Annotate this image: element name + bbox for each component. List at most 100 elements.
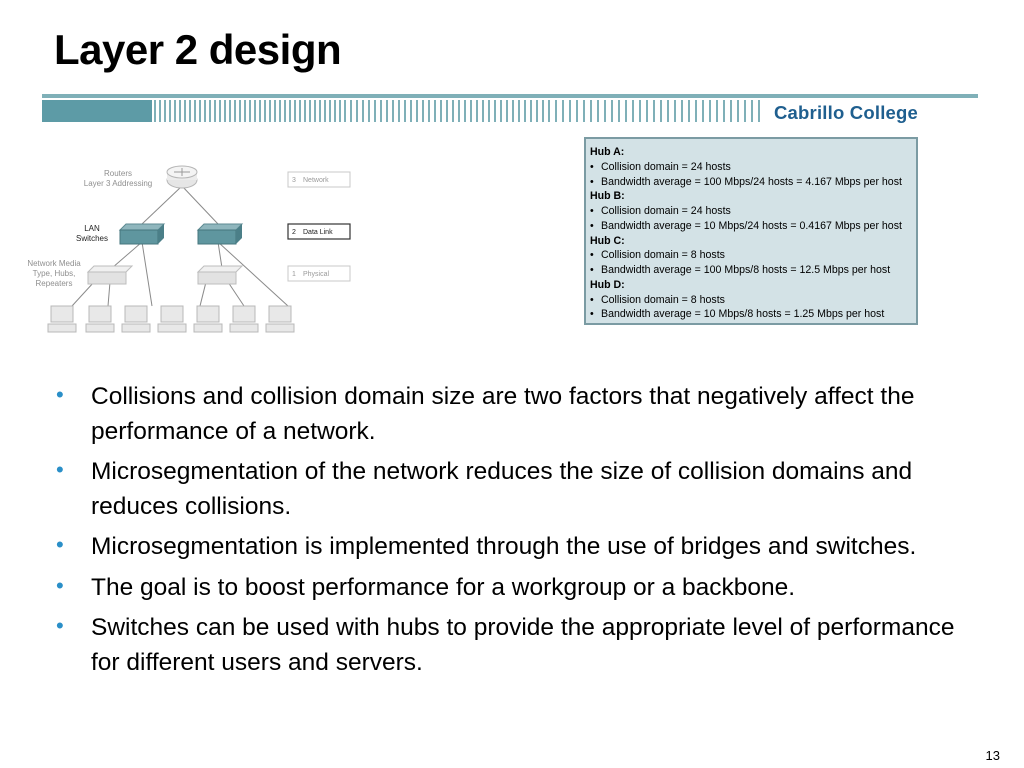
banner-stripe <box>249 100 251 122</box>
banner-stripe <box>660 100 662 122</box>
banner-stripe <box>329 100 331 122</box>
bullet-item: •Microsegmentation is implemented throug… <box>56 530 956 565</box>
banner-stripe <box>667 100 669 122</box>
banner-stripe <box>446 100 448 122</box>
switch-icon <box>118 223 166 245</box>
hub-c-section: Hub C: Collision domain = 8 hosts Bandwi… <box>590 234 916 278</box>
banner-stripe <box>611 100 613 122</box>
banner-stripe <box>164 100 166 122</box>
layer-name: Physical <box>303 271 330 278</box>
banner-stripe <box>536 100 538 122</box>
bullet-item: •The goal is to boost performance for a … <box>56 571 956 606</box>
banner-stripe <box>319 100 321 122</box>
banner-stripe <box>488 100 490 122</box>
hub-b-section: Hub B: Collision domain = 24 hosts Bandw… <box>590 189 916 233</box>
banner-stripe <box>458 100 460 122</box>
hub-title: Hub C: <box>590 234 625 247</box>
bullet-list: •Collisions and collision domain size ar… <box>56 380 956 686</box>
bullet-item: •Switches can be used with hubs to provi… <box>56 611 956 680</box>
banner-stripe <box>219 100 221 122</box>
banner-stripe <box>512 100 514 122</box>
computer-icon <box>157 305 187 333</box>
hub-bandwidth: Bandwidth average = 10 Mbps/8 hosts = 1.… <box>590 307 916 322</box>
page-number: 13 <box>985 748 1000 763</box>
banner-stripe <box>730 100 732 122</box>
banner-stripe <box>500 100 502 122</box>
banner-stripe <box>174 100 176 122</box>
hub-icon <box>196 265 244 285</box>
layer-number: 1 <box>292 271 296 278</box>
banner-stripe <box>324 100 326 122</box>
banner-stripe <box>244 100 246 122</box>
banner-stripe <box>482 100 484 122</box>
banner-stripe <box>362 100 364 122</box>
banner-stripe <box>224 100 226 122</box>
banner-stripe <box>470 100 472 122</box>
hub-collision-domain: Collision domain = 8 hosts <box>590 248 916 263</box>
banner-stripe <box>702 100 704 122</box>
banner-stripe <box>410 100 412 122</box>
bullet-dot-icon: • <box>56 572 64 598</box>
banner-stripe <box>562 100 564 122</box>
diagram-links <box>71 185 289 307</box>
banner-stripe <box>374 100 376 122</box>
banner-stripe <box>646 100 648 122</box>
banner-stripe <box>154 100 156 122</box>
bullet-text: Microsegmentation is implemented through… <box>91 533 917 560</box>
media-type-label: Type, Hubs, <box>33 269 76 278</box>
hub-bandwidth: Bandwidth average = 100 Mbps/24 hosts = … <box>590 175 916 190</box>
banner-stripes <box>42 94 978 124</box>
banner-stripe <box>334 100 336 122</box>
layer-number: 3 <box>292 177 296 184</box>
banner-stripe <box>716 100 718 122</box>
banner-stripe <box>184 100 186 122</box>
layer-box-data-link: 2 Data Link <box>287 223 351 240</box>
layer-box-network: 3 Network <box>287 171 351 188</box>
college-name: Cabrillo College <box>774 102 919 123</box>
banner-stripe <box>530 100 532 122</box>
bullet-dot-icon: • <box>56 457 64 482</box>
hub-a-section: Hub A: Collision domain = 24 hosts Bandw… <box>590 145 916 189</box>
banner-stripe <box>674 100 676 122</box>
network-diagram: Routers Layer 3 Addressing LAN Switches … <box>27 165 351 333</box>
banner-stripe <box>380 100 382 122</box>
banner-stripe <box>299 100 301 122</box>
banner-stripe <box>494 100 496 122</box>
computer-icon <box>47 305 77 333</box>
hub-collision-domain: Collision domain = 24 hosts <box>590 204 916 219</box>
computer-icon <box>85 305 115 333</box>
banner-stripe <box>392 100 394 122</box>
banner-stripe <box>309 100 311 122</box>
banner-stripe <box>576 100 578 122</box>
banner-stripe <box>398 100 400 122</box>
banner-stripe <box>284 100 286 122</box>
banner-stripe <box>758 100 760 122</box>
banner-stripe <box>214 100 216 122</box>
banner-stripe <box>229 100 231 122</box>
bullet-item: •Microsegmentation of the network reduce… <box>56 455 956 524</box>
hub-bandwidth: Bandwidth average = 100 Mbps/8 hosts = 1… <box>590 263 916 278</box>
banner-stripe <box>440 100 442 122</box>
banner-stripe <box>368 100 370 122</box>
banner-stripe <box>618 100 620 122</box>
router-icon <box>166 165 198 189</box>
banner-stripe <box>234 100 236 122</box>
banner-stripe <box>254 100 256 122</box>
banner-stripe <box>179 100 181 122</box>
slide-title: Layer 2 design <box>54 26 342 73</box>
banner-stripe <box>737 100 739 122</box>
banner-stripe <box>590 100 592 122</box>
banner-stripe <box>476 100 478 122</box>
banner-stripe <box>199 100 201 122</box>
hub-icon <box>86 265 134 285</box>
header-banner <box>42 94 978 124</box>
banner-stripe <box>294 100 296 122</box>
banner-stripe <box>452 100 454 122</box>
banner-stripe <box>639 100 641 122</box>
banner-stripe <box>688 100 690 122</box>
hub-title: Hub D: <box>590 278 625 291</box>
media-label: Network Media <box>27 259 81 268</box>
banner-stripe <box>304 100 306 122</box>
banner-stripe <box>681 100 683 122</box>
computer-icon <box>265 305 295 333</box>
